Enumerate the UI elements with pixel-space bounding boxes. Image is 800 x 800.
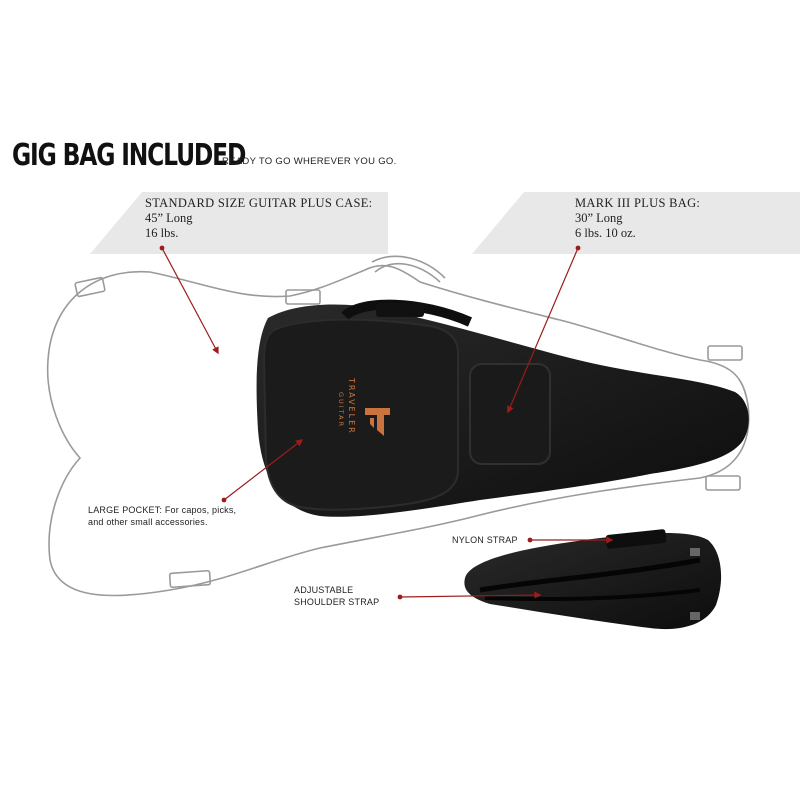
spec-mark3-heading: MARK III PLUS BAG:	[575, 196, 701, 210]
spec-standard-weight: 16 lbs.	[145, 226, 179, 240]
gig-bag-rear	[464, 529, 722, 630]
callout-pocket-text1: For capos, picks,	[164, 505, 237, 515]
spec-mark3-weight: 6 lbs. 10 oz.	[575, 226, 636, 240]
logo-text-guitar: GUITAR	[337, 392, 345, 429]
callout-nylon-strap: NYLON STRAP	[452, 535, 518, 545]
callout-pocket-line2: and other small accessories.	[88, 517, 208, 527]
callout-large-pocket: LARGE POCKET: For capos, picks, and othe…	[88, 504, 236, 528]
tagline: READY TO GO WHEREVER YOU GO.	[222, 156, 397, 167]
traveler-logo-icon	[365, 408, 390, 436]
page-title: GIG BAG INCLUDED	[12, 138, 246, 173]
guitar-case-outline	[46, 255, 750, 597]
spec-panel-mark3	[472, 192, 800, 254]
gig-bag-main	[256, 299, 749, 517]
spec-standard-heading: STANDARD SIZE GUITAR PLUS CASE:	[145, 196, 373, 210]
spec-standard-length: 45” Long	[145, 211, 193, 225]
callout-shoulder-line2: SHOULDER STRAP	[294, 597, 380, 607]
spec-mark3-length: 30” Long	[575, 211, 623, 225]
spec-mark3: MARK III PLUS BAG: 30” Long 6 lbs. 10 oz…	[575, 196, 700, 241]
callout-shoulder-line1: ADJUSTABLE	[294, 585, 354, 595]
callout-leaders	[159, 245, 614, 600]
spec-standard: STANDARD SIZE GUITAR PLUS CASE: 45” Long…	[145, 196, 372, 241]
callout-pocket-line1: LARGE POCKET: For capos, picks,	[88, 504, 236, 516]
callout-pocket-label: LARGE POCKET:	[88, 505, 163, 515]
callout-shoulder-strap: ADJUSTABLE SHOULDER STRAP	[294, 584, 379, 608]
logo-text-traveler: TRAVELER	[347, 378, 356, 435]
spec-panel-standard	[90, 192, 388, 254]
